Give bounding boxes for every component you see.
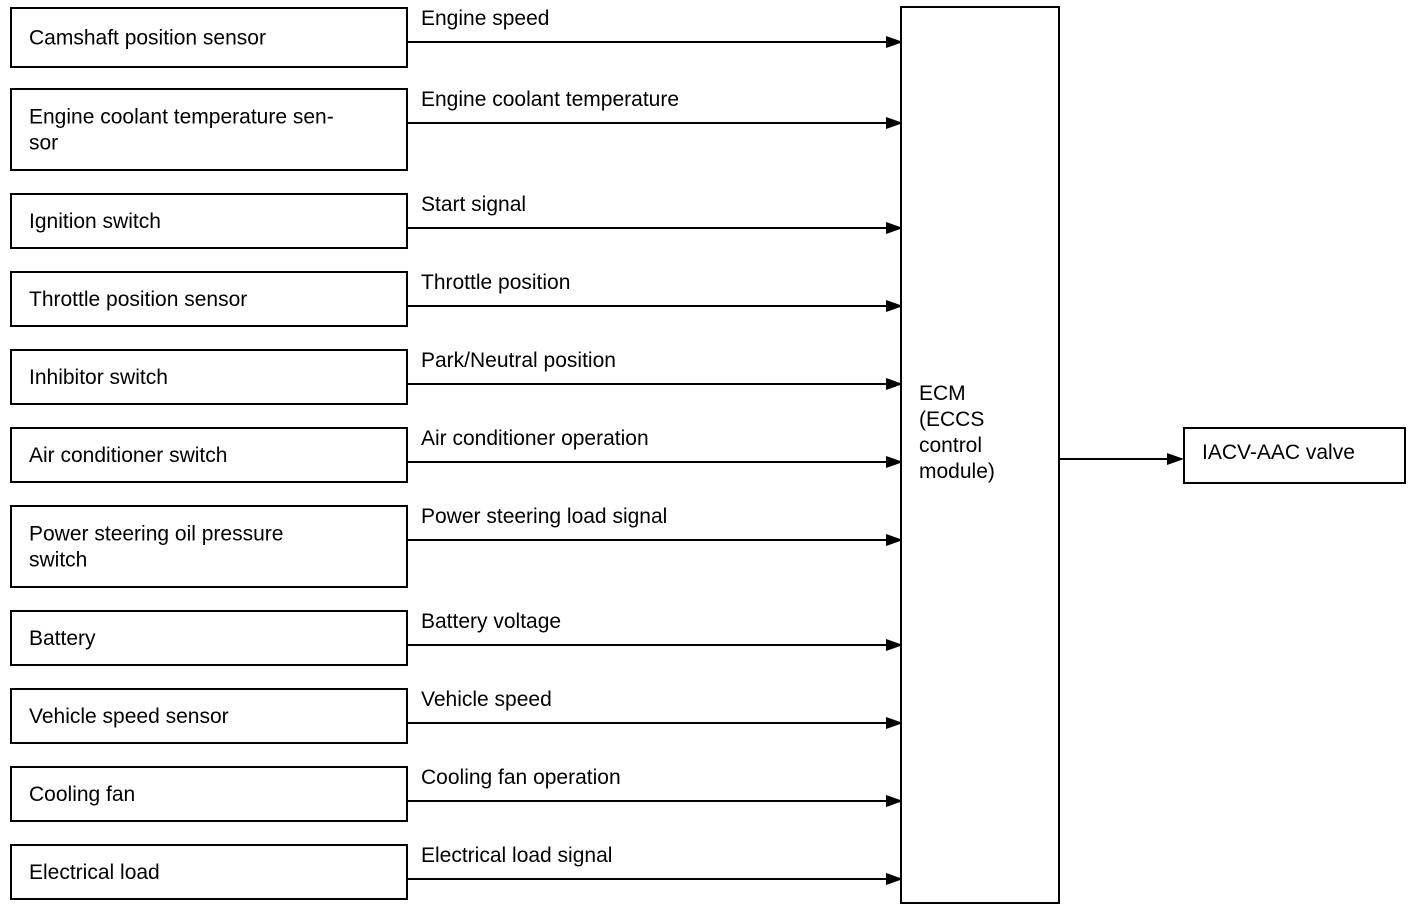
ecm-label: ECM (ECCS control module) (919, 382, 995, 483)
signal-label: Power steering load signal (421, 505, 667, 528)
input-row: Battery Battery voltage (10, 610, 903, 666)
signal-arrowhead (886, 717, 903, 729)
signal-arrowhead (886, 378, 903, 390)
input-box-label-line: Inhibitor switch (29, 366, 168, 389)
iacv-aac-valve-box (1183, 427, 1406, 484)
ecm-box (900, 6, 1060, 904)
input-row: Vehicle speed sensor Vehicle speed (10, 688, 903, 744)
input-box-label: Throttle position sensor (29, 288, 247, 311)
input-row: Air conditioner switch Air conditioner op… (10, 427, 903, 483)
input-box-label-line: Power steering oil pressure (29, 523, 283, 546)
signal-label: Engine coolant temperature (421, 88, 679, 111)
input-box-label-line: Ignition switch (29, 210, 161, 233)
input-box (10, 7, 408, 68)
input-box (10, 844, 408, 900)
input-row: Inhibitor switch Park/Neutral position (10, 349, 903, 405)
input-box-label: Electrical load (29, 861, 160, 884)
input-box-label: Cooling fan (29, 783, 135, 806)
input-box (10, 505, 408, 588)
input-box-label-line: Vehicle speed sensor (29, 705, 229, 728)
signal-label: Electrical load signal (421, 844, 612, 867)
input-box-label-line: Cooling fan (29, 783, 135, 806)
input-box-label: Camshaft position sensor (29, 27, 266, 50)
input-box-label-line: Engine coolant temperature sen- (29, 106, 334, 129)
signal-label: Vehicle speed (421, 688, 552, 711)
input-row: Cooling fan Cooling fan operation (10, 766, 903, 822)
ecm-label-line: (ECCS (919, 408, 984, 431)
input-box-label-line: Air conditioner switch (29, 444, 227, 467)
input-box-label-line: Throttle position sensor (29, 288, 247, 311)
input-box (10, 193, 408, 249)
input-box-label: Power steering oil pressure switch (29, 523, 283, 572)
input-box-label-line: Electrical load (29, 861, 160, 884)
iacv-aac-valve-label: IACV-AAC valve (1202, 441, 1355, 464)
input-box (10, 688, 408, 744)
input-box (10, 610, 408, 666)
input-box-label: Inhibitor switch (29, 366, 168, 389)
input-row: Throttle position sensor Throttle positio… (10, 271, 903, 327)
signal-arrowhead (886, 117, 903, 129)
input-box-label-line: Camshaft position sensor (29, 27, 266, 50)
ecm-label-line: ECM (919, 382, 966, 405)
input-row: Camshaft position sensor Engine speed (10, 7, 903, 68)
signal-label: Air conditioner operation (421, 427, 649, 450)
ecm-label-line: control (919, 434, 982, 457)
signal-label: Start signal (421, 193, 526, 216)
ecm-block: ECM (ECCS control module) (900, 6, 1060, 904)
input-row: Engine coolant temperature sen-sorEngine… (10, 88, 903, 171)
input-box (10, 766, 408, 822)
input-box-label-line: Battery (29, 627, 96, 650)
signal-arrowhead (886, 456, 903, 468)
signal-label: Park/Neutral position (421, 349, 616, 372)
input-box-label: Engine coolant temperature sen-sor (29, 106, 334, 155)
signal-label: Engine speed (421, 7, 549, 30)
input-blocks: Camshaft position sensor Engine speedEngi… (10, 7, 903, 900)
ecm-label-line: module) (919, 460, 995, 483)
signal-label: Throttle position (421, 271, 570, 294)
input-box (10, 271, 408, 327)
input-box-label-line: switch (29, 549, 87, 572)
input-row: Ignition switch Start signal (10, 193, 903, 249)
input-box (10, 427, 408, 483)
signal-arrowhead (886, 534, 903, 546)
output-connection (1059, 453, 1184, 465)
signal-arrowhead (886, 222, 903, 234)
signal-arrowhead (886, 795, 903, 807)
signal-label: Battery voltage (421, 610, 561, 633)
output-arrowhead (1167, 453, 1184, 465)
input-box-label: Battery (29, 627, 96, 650)
input-box-label: Air conditioner switch (29, 444, 227, 467)
input-box-label-line: sor (29, 132, 58, 155)
input-row: Electrical load Electrical load signal (10, 844, 903, 900)
input-box (10, 88, 408, 171)
signal-arrowhead (886, 300, 903, 312)
input-box-label: Vehicle speed sensor (29, 705, 229, 728)
input-box (10, 349, 408, 405)
iacv-aac-valve-block: IACV-AAC valve (1183, 427, 1406, 484)
signal-arrowhead (886, 873, 903, 885)
signal-arrowhead (886, 36, 903, 48)
signal-label: Cooling fan operation (421, 766, 621, 789)
signal-arrowhead (886, 639, 903, 651)
input-box-label: Ignition switch (29, 210, 161, 233)
